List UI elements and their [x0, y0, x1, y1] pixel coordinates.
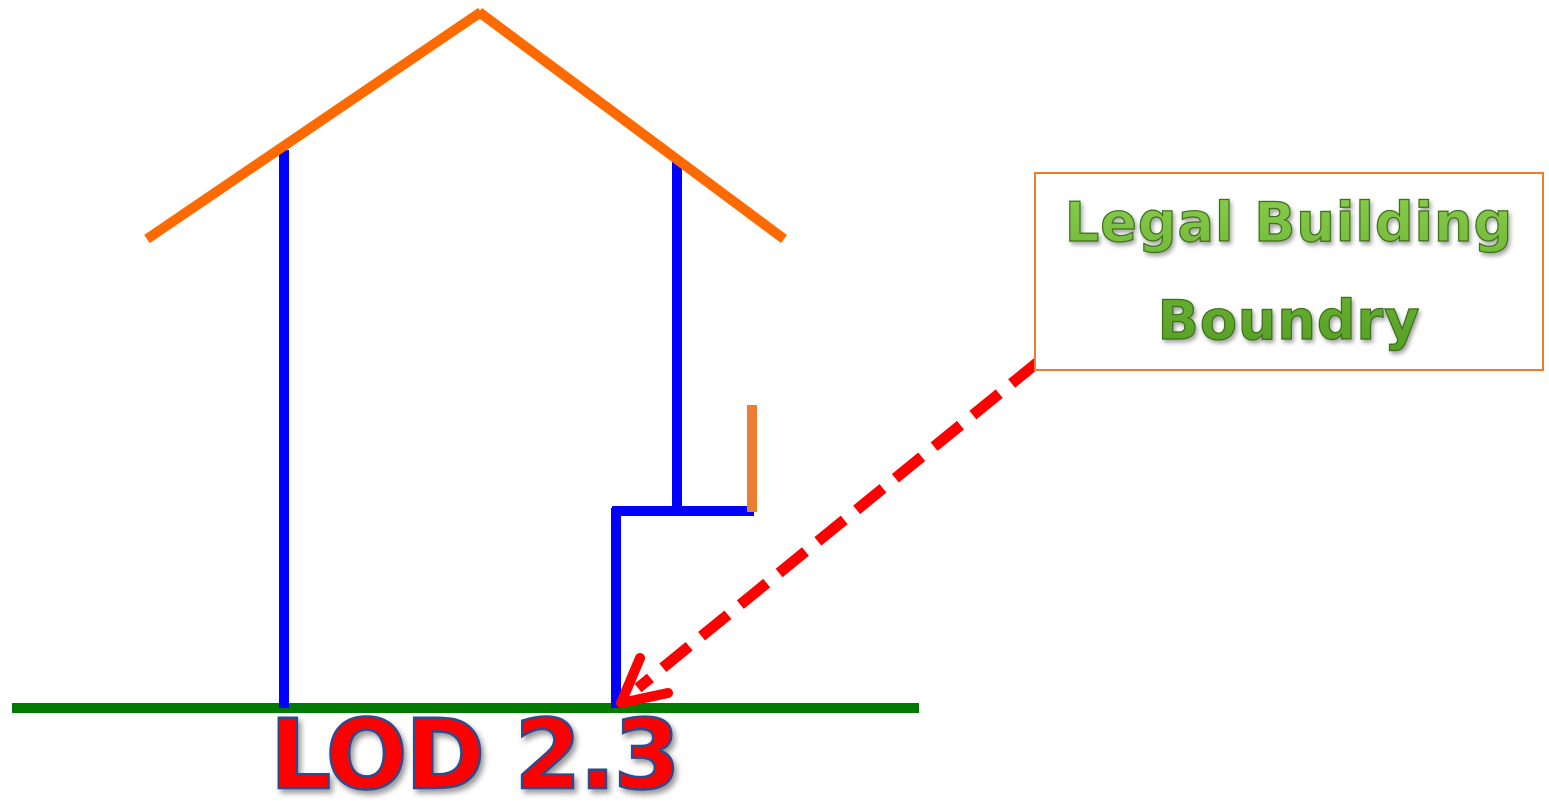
legal-boundary-callout: Legal Building Boundry: [1034, 172, 1544, 371]
roof-left-slope: [144, 7, 484, 244]
lod-title: LOD 2.3: [269, 699, 682, 811]
boundary-arrow-shaft: [634, 357, 1042, 693]
callout-label: Legal Building Boundry: [1064, 174, 1513, 370]
boundary-arrow-head: [616, 653, 673, 708]
roof-right-slope: [476, 7, 787, 244]
